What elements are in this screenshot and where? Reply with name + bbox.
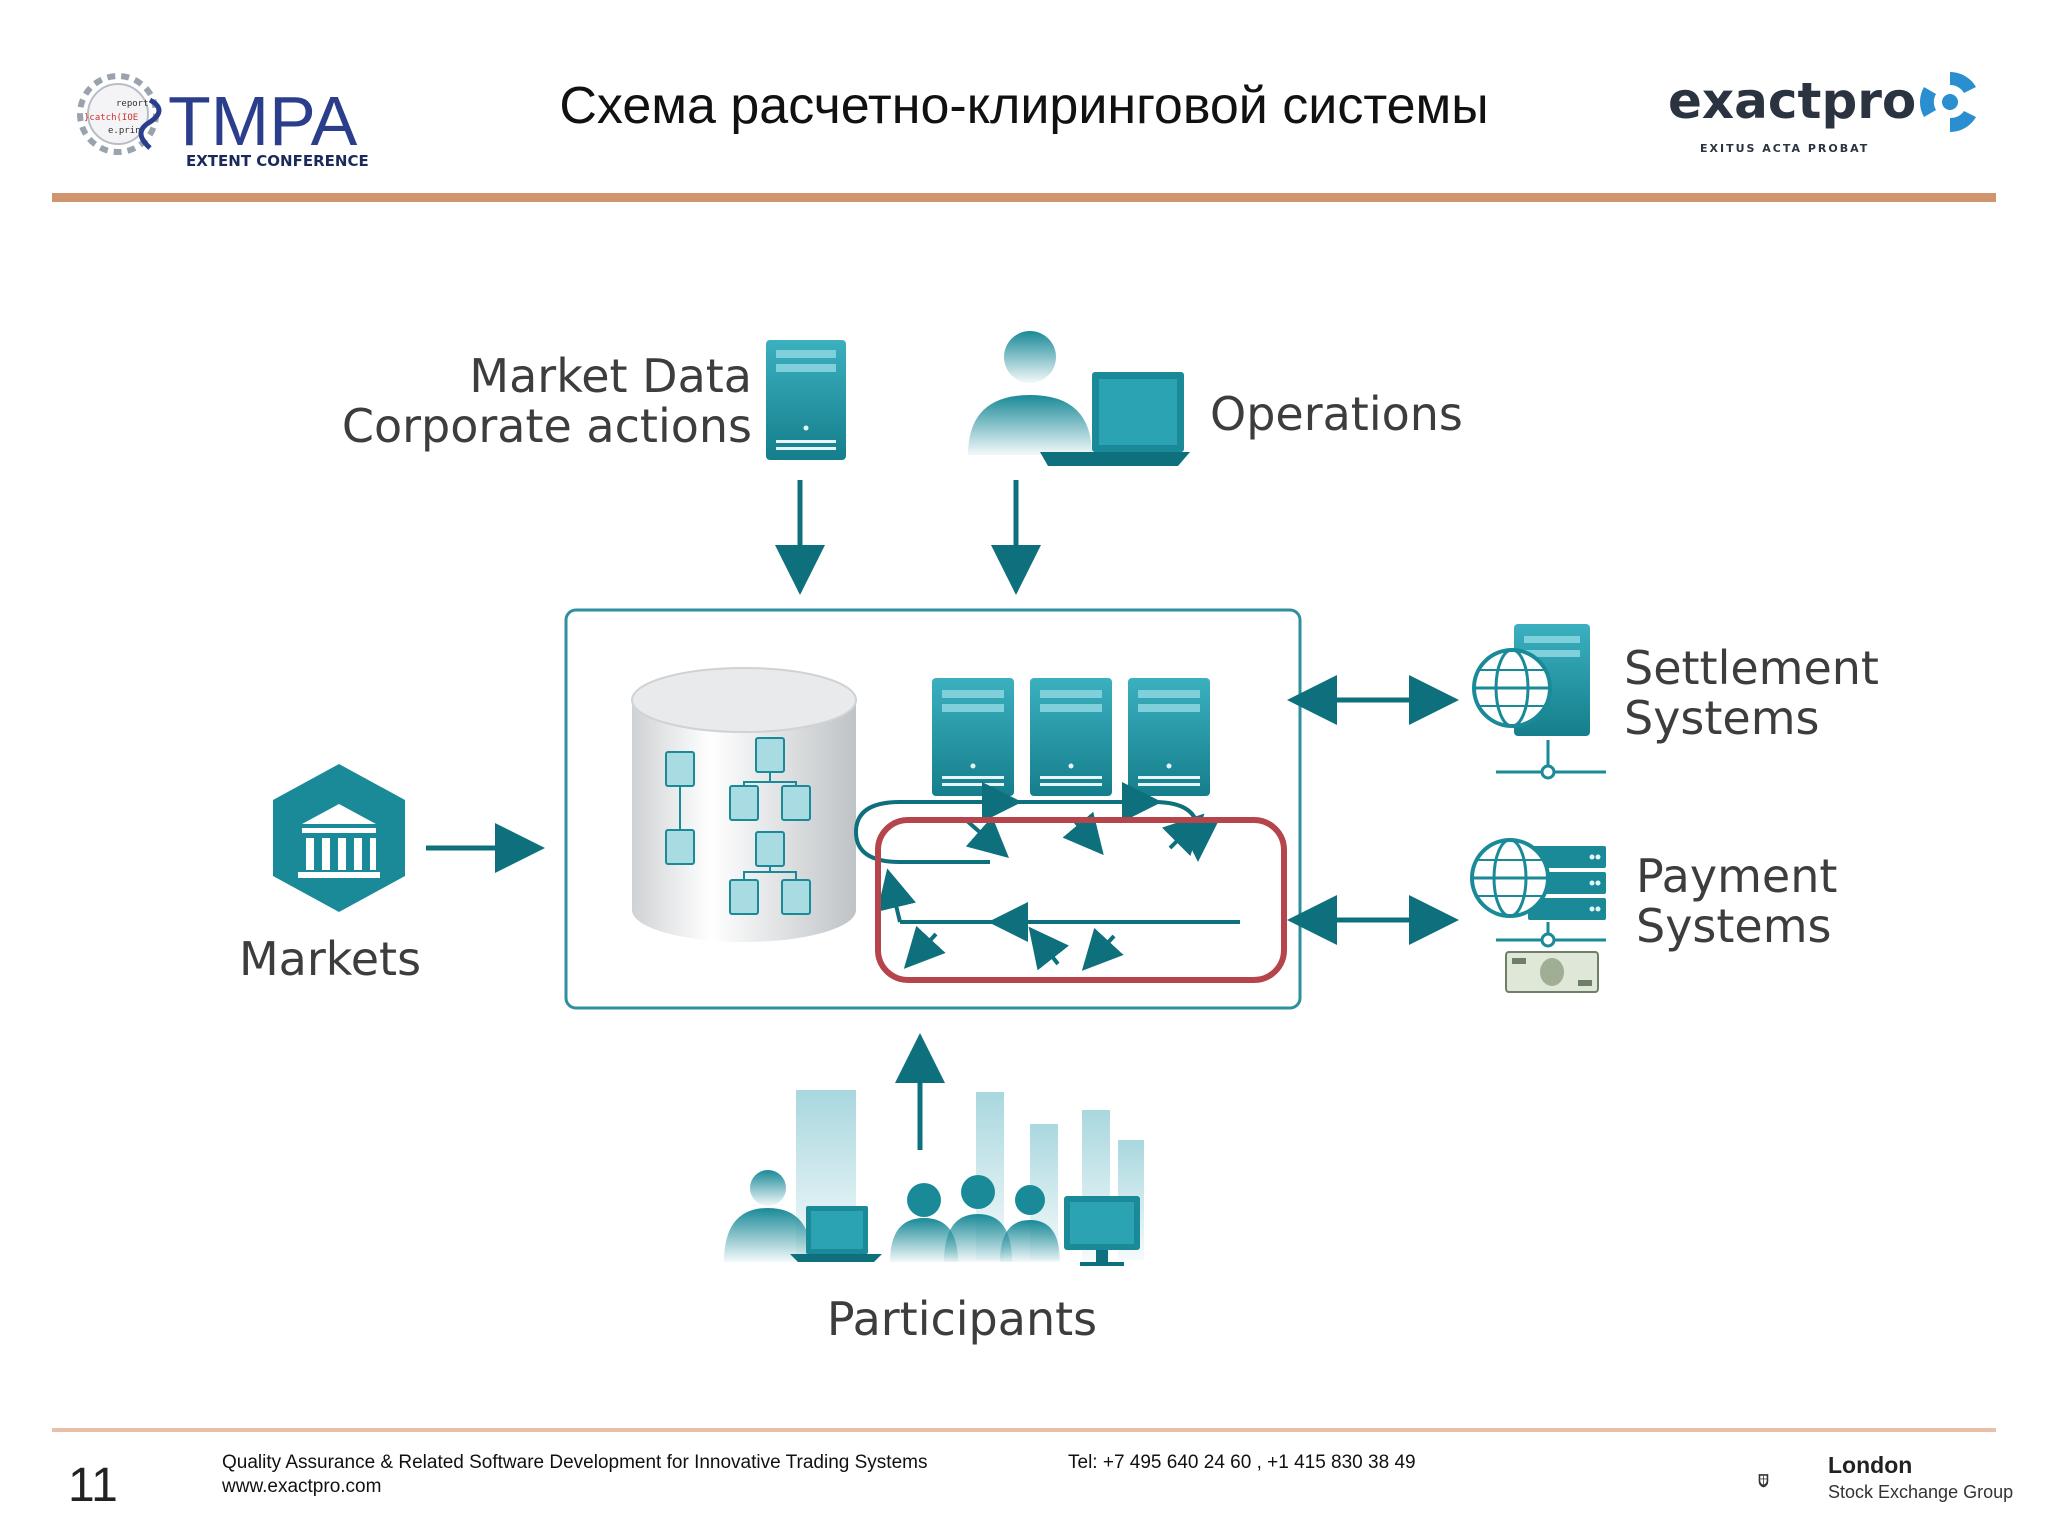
settlement-label-line1: Settlement <box>1624 641 1879 695</box>
page-number: 11 <box>68 1459 118 1512</box>
document-tree-icon <box>665 737 811 915</box>
lseg-name-line2: Stock Exchange Group <box>1828 1482 2014 1502</box>
svg-text:EXTENT CONFERENCE: EXTENT CONFERENCE <box>186 152 369 170</box>
market-data-label: Market Data <box>469 349 752 403</box>
header-rule <box>52 193 1996 202</box>
markets-label: Markets <box>239 932 421 986</box>
laptop-icon <box>1040 372 1190 466</box>
highlight-frame <box>875 817 1287 983</box>
svg-text:TMPA: TMPA <box>168 82 358 160</box>
server-icon-3 <box>1128 678 1210 796</box>
svg-text:EXITUS ACTA PROBAT: EXITUS ACTA PROBAT <box>1700 142 1869 155</box>
bank-building-icon <box>273 764 405 912</box>
payment-label-line1: Payment <box>1636 849 1837 903</box>
banknote-icon <box>1505 951 1599 993</box>
footer-tagline: Quality Assurance & Related Software Dev… <box>222 1452 928 1473</box>
payment-server-globe-icon <box>1470 838 1606 948</box>
settlement-label-line2: Systems <box>1624 691 1820 745</box>
footer-url[interactable]: www.exactpro.com <box>222 1476 382 1497</box>
tmpa-logo: report }catch(IOE e.prin TMPA EXTENT CON… <box>77 73 369 170</box>
footer-phone: Tel: +7 495 640 24 60 , +1 415 830 38 49 <box>1068 1452 1416 1473</box>
lseg-name-line1: London <box>1828 1452 1913 1478</box>
svg-text:report: report <box>116 99 149 109</box>
clearing-system-diagram: Market Data Corporate actions Operations <box>239 331 1879 1346</box>
exactpro-swirl-icon <box>1919 71 1976 132</box>
participants-people-icon <box>724 1170 1140 1266</box>
process-flow-loop <box>853 782 1240 971</box>
lseg-crest-icon <box>1758 1474 1769 1488</box>
payment-label-line2: Systems <box>1636 899 1832 953</box>
operations-label: Operations <box>1210 387 1463 441</box>
operations-user-icon <box>968 331 1092 455</box>
page-title: Схема расчетно-клиринговой системы <box>559 77 1489 135</box>
corporate-actions-label: Corporate actions <box>342 399 752 453</box>
svg-text:}catch(IOE: }catch(IOE <box>84 113 138 123</box>
exactpro-logo: exactpro EXITUS ACTA PROBAT <box>1668 71 1976 155</box>
participants-label: Participants <box>827 1292 1097 1346</box>
market-data-server-icon <box>766 340 846 460</box>
server-icon-1 <box>932 678 1014 796</box>
server-icon-2 <box>1030 678 1112 796</box>
settlement-server-globe-icon <box>1472 624 1606 780</box>
footer-rule <box>52 1428 1996 1432</box>
svg-text:exactpro: exactpro <box>1668 72 1916 130</box>
svg-text:e.prin: e.prin <box>108 126 141 136</box>
